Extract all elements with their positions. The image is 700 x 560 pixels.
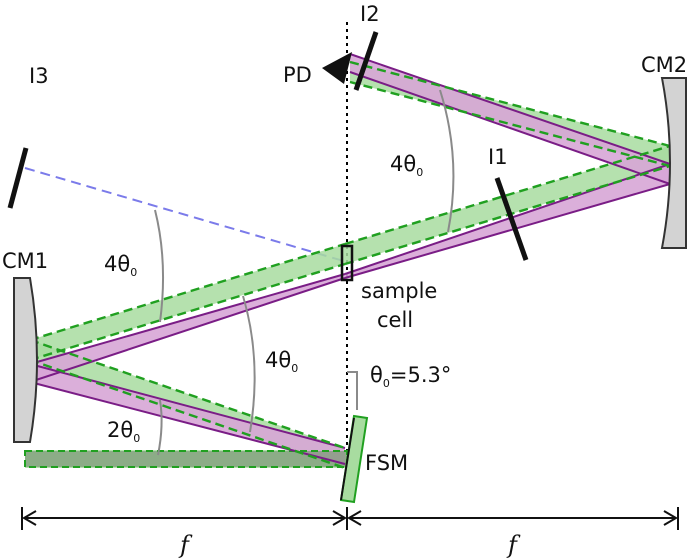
fsm-mirror-surface bbox=[340, 417, 355, 501]
angle-label-upper-left: 4θ0 bbox=[104, 252, 137, 279]
focal-length-left-label: f bbox=[178, 531, 193, 559]
angle-arc-upper-left bbox=[154, 209, 165, 323]
cm2-label: CM2 bbox=[641, 53, 687, 77]
sample-cell-label-line2: cell bbox=[377, 308, 413, 332]
fsm-label: FSM bbox=[365, 451, 408, 475]
cm1-label: CM1 bbox=[2, 249, 48, 273]
fsm-return-beam bbox=[24, 450, 348, 468]
sample-cell-label-line1: sample bbox=[361, 279, 437, 303]
angle-arc-middle bbox=[242, 295, 256, 433]
angle-label-bottom-left: 2θ0 bbox=[107, 418, 140, 445]
i3-iris bbox=[7, 147, 29, 209]
theta-bracket bbox=[347, 371, 358, 410]
i2-label: I2 bbox=[360, 2, 380, 26]
i1-iris bbox=[494, 177, 529, 261]
i3-alignment-line bbox=[24, 167, 348, 263]
focal-length-right-label: f bbox=[506, 531, 521, 559]
focal-length-arrows bbox=[21, 507, 679, 530]
sample-cell bbox=[340, 244, 354, 282]
angle-arcs bbox=[154, 89, 455, 456]
i1-label: I1 bbox=[488, 145, 508, 169]
angle-label-top-right: 4θ0 bbox=[390, 152, 423, 179]
pd-label: PD bbox=[283, 63, 312, 87]
angle-arc-top-right bbox=[439, 89, 455, 233]
angle-arc-bottom-left bbox=[157, 399, 163, 456]
i2-iris bbox=[353, 31, 379, 91]
theta-value-label: θ0=5.3° bbox=[370, 363, 451, 390]
angle-label-middle: 4θ0 bbox=[265, 348, 298, 375]
i3-label: I3 bbox=[29, 64, 49, 88]
cm1-mirror bbox=[13, 277, 38, 443]
pd-arrow-icon bbox=[322, 52, 352, 84]
cm2-mirror bbox=[660, 77, 687, 249]
